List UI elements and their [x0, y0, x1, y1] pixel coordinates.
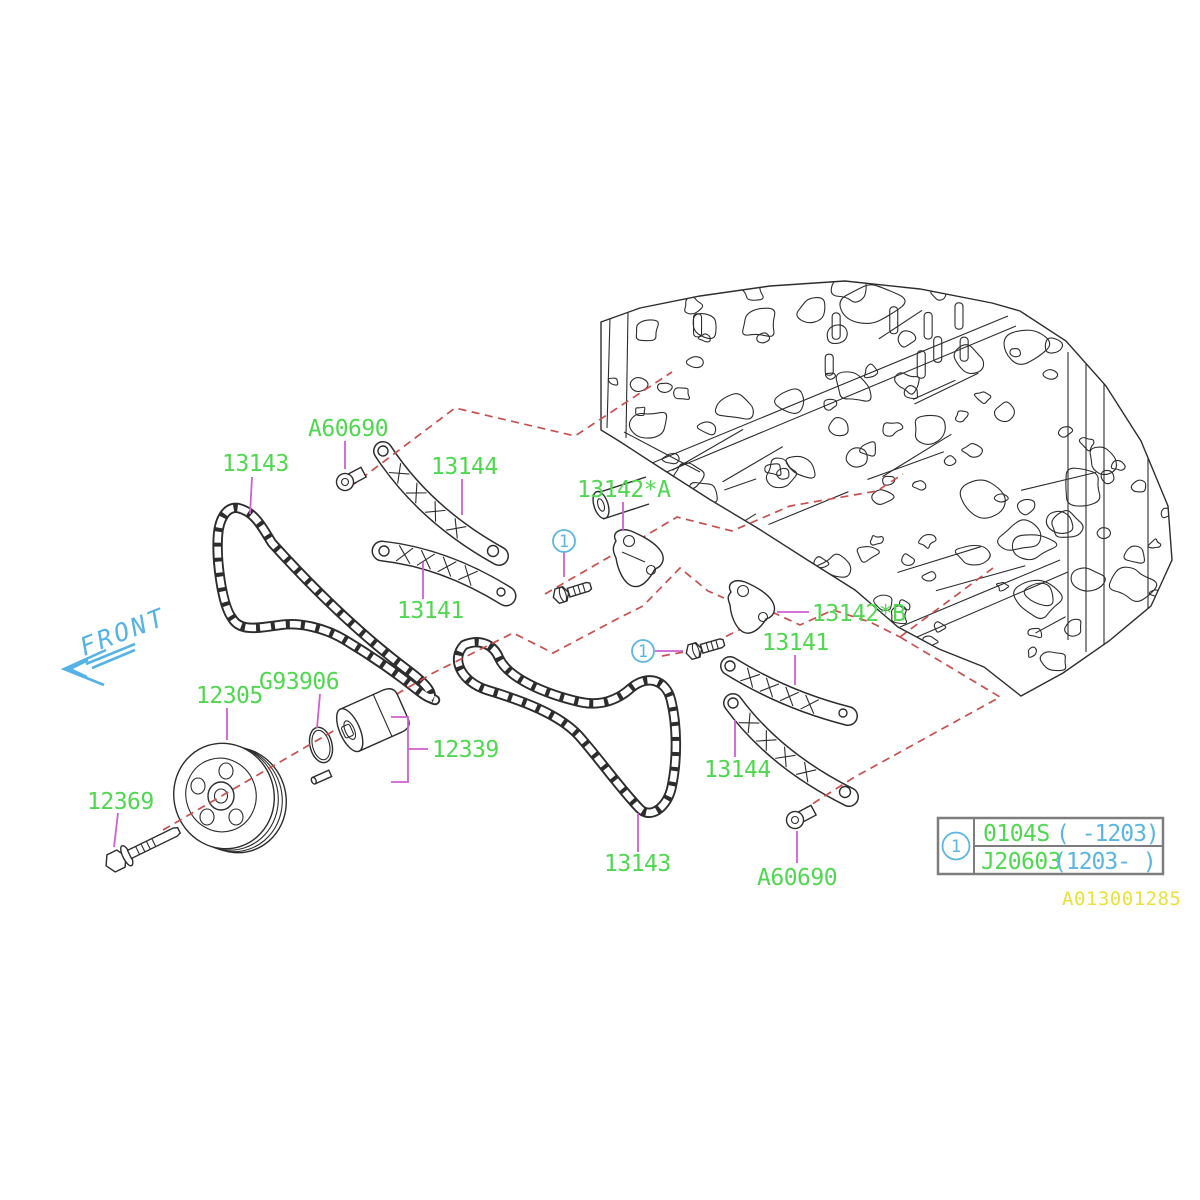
tensioner-lever-13142B [727, 580, 776, 634]
crank-bolt-12369 [105, 826, 182, 873]
chain-guide-13141-top [371, 540, 517, 607]
leader-lines [113, 441, 809, 863]
legend-ref-circle [941, 831, 971, 861]
engine-silhouette [600, 280, 1173, 697]
front-indicator: FRONT [60, 602, 171, 687]
legend-table: 1 0104S ( -1203) J20603 (1203- ) [936, 816, 1165, 876]
flange-bolt-2 [685, 638, 726, 661]
part-label-12369: 12369 [87, 789, 154, 815]
flange-bolt-1 [552, 581, 593, 605]
tensioner-pin [310, 769, 333, 785]
part-label-13143-bottom: 13143 [604, 851, 671, 877]
callout-circle-1a: 1 [552, 529, 576, 553]
callout-ref-number: 1 [559, 532, 569, 552]
tensioner-lever-13142A [612, 529, 664, 588]
part-label-a60690-bottom: A60690 [757, 865, 837, 891]
part-label-13144-top: 13144 [431, 454, 498, 480]
legend-row1-code: 0104S [983, 821, 1050, 847]
front-label: FRONT [76, 602, 171, 661]
part-label-g93906: G93906 [259, 669, 339, 695]
crank-pulley-12305 [173, 742, 287, 854]
chain-guides [371, 441, 859, 807]
callout-ref-number: 1 [638, 642, 648, 662]
legend-row2-code: J20603 [981, 849, 1061, 875]
part-label-13141-top: 13141 [397, 598, 464, 624]
socket-bolt-a60690-top [335, 466, 368, 492]
chain-guide-13144-top [373, 441, 509, 566]
engine-block-detail [606, 281, 1172, 672]
assembly-dashed-lines [162, 371, 1002, 831]
part-label-13144-bottom: 13144 [704, 757, 771, 783]
diagram-code: A013001285 [1062, 888, 1181, 910]
part-label-13141-bottom: 13141 [762, 630, 829, 656]
callout-circle-1b: 1 [631, 639, 655, 663]
chain-guide-13141-bottom [720, 656, 858, 726]
part-label-13143-top: 13143 [222, 451, 289, 477]
part-label-12339: 12339 [432, 737, 499, 763]
o-ring-g93906 [308, 726, 334, 764]
legend-ref-number: 1 [951, 837, 961, 857]
legend-row2-range: (1203- ) [1053, 849, 1156, 875]
socket-bolt-a60690-bottom [785, 804, 818, 830]
part-label-13142a: 13142*A [577, 477, 671, 503]
chain-guide-13144-bottom [723, 693, 859, 807]
part-label-12305: 12305 [196, 683, 263, 709]
engine-block [592, 280, 1173, 697]
part-label-a60690-top: A60690 [308, 416, 388, 442]
legend-row1-range: ( -1203) [1056, 821, 1159, 847]
part-labels: 13143 A60690 13144 13142*A 13141 13142*B… [87, 416, 906, 891]
part-label-13142b: 13142*B [812, 601, 905, 627]
front-arrow-icon [60, 642, 136, 687]
crank-snout [592, 476, 650, 520]
timing-chains [212, 502, 682, 818]
tensioner-12339 [310, 688, 410, 785]
